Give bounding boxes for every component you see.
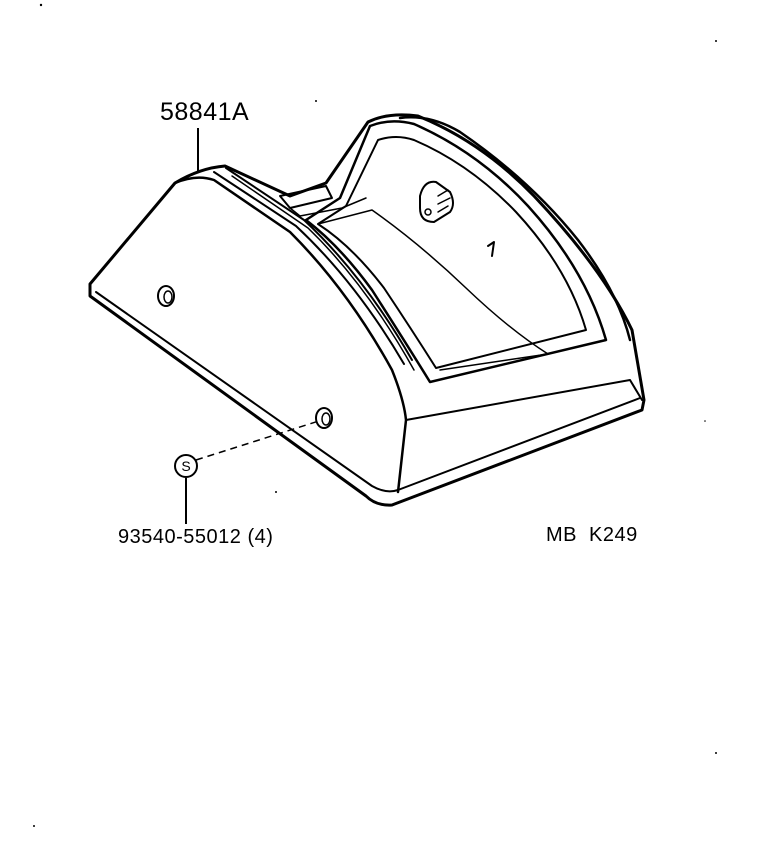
main-part-number: 58841A (160, 98, 250, 126)
bracket-tab (419, 180, 454, 223)
clip-mark (487, 241, 495, 257)
bracket-hole (424, 208, 432, 216)
mounting-hole-left (157, 285, 175, 307)
top-face-rib-3 (231, 175, 415, 371)
screw-symbol: S (174, 454, 198, 478)
reference-code: MB K249 (546, 524, 638, 546)
screw-part-number: 93540-55012 (4) (118, 526, 274, 548)
mounting-hole-front (315, 407, 333, 429)
housing-outline (88, 113, 646, 507)
scan-specks (33, 3, 717, 827)
top-face-rib-2 (225, 167, 413, 361)
rear-crossbar-inner (289, 197, 367, 217)
rear-crossbar (279, 185, 333, 209)
right-shell (398, 116, 632, 342)
bracket-slots (437, 189, 451, 213)
opening-frame-outer (304, 120, 608, 384)
top-face-rib-1 (213, 171, 405, 365)
top-face-edge (173, 176, 408, 494)
leader-line-screw (195, 419, 323, 461)
opening-floor (317, 209, 549, 371)
opening-frame-inner (317, 136, 587, 369)
console-housing-drawing (88, 113, 646, 507)
front-face-edge (405, 379, 643, 421)
screw-symbol-letter: S (181, 458, 190, 474)
